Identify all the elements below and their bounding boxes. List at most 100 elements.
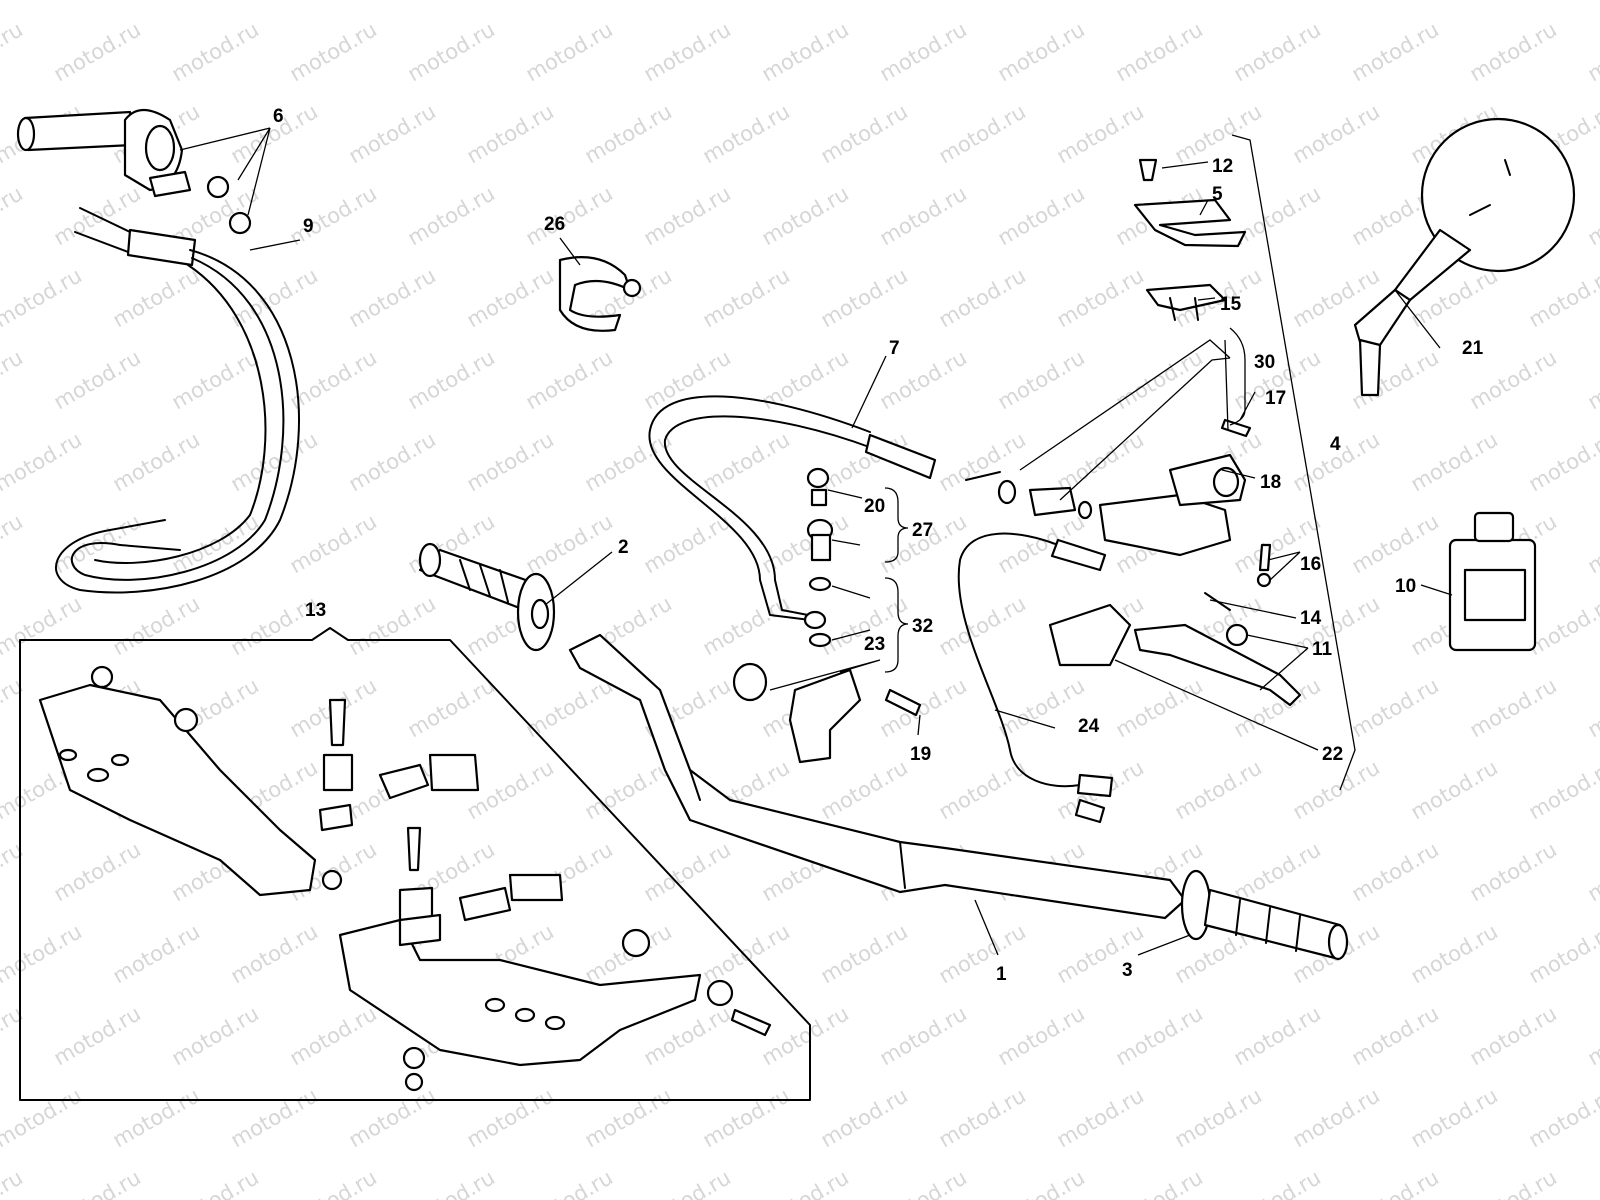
callout-27: 27 (912, 520, 933, 541)
watermark-text: motod.ru (1348, 1001, 1443, 1070)
watermark-text: motod.ru (227, 427, 322, 496)
callout-20: 20 (864, 496, 885, 517)
watermark-text: motod.ru (935, 263, 1030, 332)
watermark-text: motod.ru (0, 427, 86, 496)
watermark-text: motod.ru (109, 919, 204, 988)
watermark-text: motod.ru (817, 755, 912, 824)
watermark-text: motod.ru (463, 99, 558, 168)
watermark-text: motod.ru (1289, 755, 1384, 824)
clamp-clip-part-26 (558, 256, 642, 332)
watermark-text: motod.ru (286, 17, 381, 86)
watermark-text: motod.ru (640, 1165, 735, 1200)
watermark-text: motod.ru (581, 755, 676, 824)
watermark-text: motod.ru (817, 99, 912, 168)
watermark-text: motod.ru (345, 0, 440, 4)
watermark-text: motod.ru (1466, 1165, 1561, 1200)
watermark-text: motod.ru (168, 1001, 263, 1070)
watermark-text: motod.ru (1584, 181, 1600, 250)
handguard-box-part-13 (19, 627, 811, 1101)
callout-22: 22 (1322, 744, 1343, 765)
watermark-text: motod.ru (0, 591, 86, 660)
watermark-text: motod.ru (286, 1001, 381, 1070)
watermark-text: motod.ru (1289, 0, 1384, 4)
watermark-text: motod.ru (817, 0, 912, 4)
watermark-text: motod.ru (0, 181, 27, 250)
watermark-text: motod.ru (1348, 17, 1443, 86)
watermark-text: motod.ru (286, 509, 381, 578)
watermark-text: motod.ru (1230, 1001, 1325, 1070)
watermark-text: motod.ru (522, 181, 617, 250)
watermark-text: motod.ru (1348, 1165, 1443, 1200)
watermark-text: motod.ru (522, 1165, 617, 1200)
callout-7: 7 (889, 338, 900, 359)
watermark-text: motod.ru (50, 837, 145, 906)
watermark-text: motod.ru (817, 1083, 912, 1152)
watermark-text: motod.ru (817, 919, 912, 988)
watermark-text: motod.ru (109, 1083, 204, 1152)
watermark-text: motod.ru (345, 591, 440, 660)
watermark-text: motod.ru (168, 17, 263, 86)
callout-6: 6 (273, 106, 284, 127)
fluid-bottle-part-10 (1448, 511, 1537, 652)
watermark-text: motod.ru (581, 427, 676, 496)
watermark-text: motod.ru (1407, 427, 1502, 496)
watermark-text: motod.ru (0, 17, 27, 86)
mirror-part-21 (1353, 117, 1576, 397)
watermark-text: motod.ru (994, 1001, 1089, 1070)
watermark-text: motod.ru (1584, 509, 1600, 578)
watermark-text: motod.ru (1407, 1083, 1502, 1152)
watermark-text: motod.ru (1171, 0, 1266, 4)
watermark-text: motod.ru (109, 263, 204, 332)
watermark-text: motod.ru (168, 345, 263, 414)
watermark-text: motod.ru (935, 1083, 1030, 1152)
callout-9: 9 (303, 216, 314, 237)
watermark-text: motod.ru (1230, 1165, 1325, 1200)
watermark-text: motod.ru (1289, 99, 1384, 168)
watermark-text: motod.ru (994, 17, 1089, 86)
watermark-text: motod.ru (345, 427, 440, 496)
watermark-text: motod.ru (522, 17, 617, 86)
watermark-text: motod.ru (758, 17, 853, 86)
watermark-text: motod.ru (1407, 919, 1502, 988)
watermark-text: motod.ru (227, 0, 322, 4)
watermark-text: motod.ru (994, 509, 1089, 578)
watermark-text: motod.ru (1171, 1083, 1266, 1152)
watermark-text: motod.ru (50, 1165, 145, 1200)
callout-24: 24 (1078, 716, 1100, 737)
brake-switch-wire-part-24 (957, 532, 1114, 824)
callout-30: 30 (1254, 352, 1275, 373)
watermark-text: motod.ru (758, 509, 853, 578)
watermark-text: motod.ru (1525, 427, 1600, 496)
watermark-text: motod.ru (935, 427, 1030, 496)
watermark-text: motod.ru (1584, 17, 1600, 86)
watermark-text: motod.ru (1112, 1165, 1207, 1200)
watermark-text: motod.ru (168, 1165, 263, 1200)
callout-13: 13 (305, 600, 326, 621)
watermark-text: motod.ru (1584, 837, 1600, 906)
watermark-text: motod.ru (1112, 345, 1207, 414)
watermark-text: motod.ru (994, 181, 1089, 250)
watermark-text: motod.ru (699, 919, 794, 988)
watermark-text: motod.ru (227, 919, 322, 988)
watermark-text: motod.ru (935, 919, 1030, 988)
watermark-text: motod.ru (935, 0, 1030, 4)
watermark-text: motod.ru (404, 1165, 499, 1200)
callout-labels: 6 9 26 2 7 12 5 15 30 17 4 18 20 27 16 1… (273, 106, 1484, 985)
watermark-text: motod.ru (1230, 837, 1325, 906)
watermark-text: motod.ru (1112, 1001, 1207, 1070)
watermark-text: motod.ru (227, 1083, 322, 1152)
watermark-text: motod.ru (994, 1165, 1089, 1200)
watermark-text: motod.ru (1171, 755, 1266, 824)
watermark-text: motod.ru (876, 181, 971, 250)
watermark-text: motod.ru (109, 591, 204, 660)
watermark-text: motod.ru (1053, 263, 1148, 332)
watermark-text: motod.ru (227, 263, 322, 332)
watermark-text: motod.ru (0, 0, 86, 4)
watermark-text: motod.ru (50, 17, 145, 86)
watermark-text: motod.ru (1348, 837, 1443, 906)
watermark-text: motod.ru (758, 181, 853, 250)
watermark-text: motod.ru (0, 673, 27, 742)
watermark-text: motod.ru (286, 345, 381, 414)
